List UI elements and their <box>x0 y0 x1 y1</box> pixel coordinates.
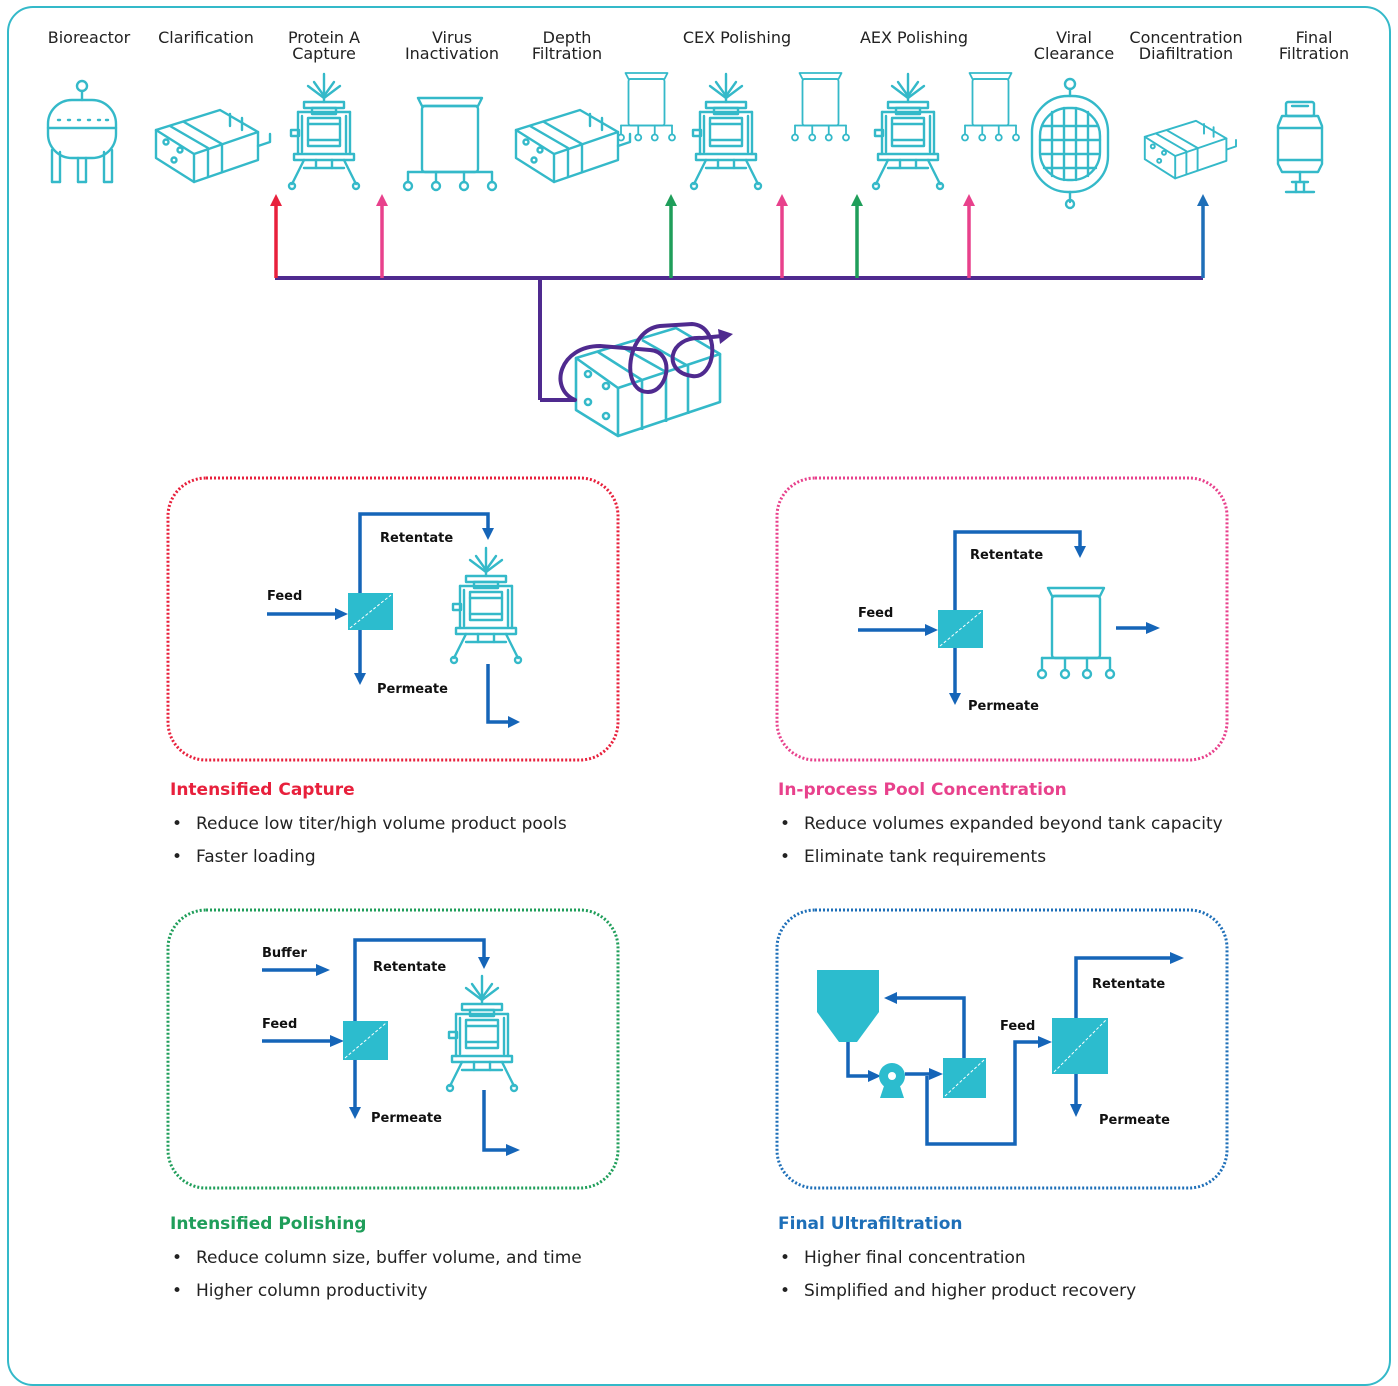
panel-final-ultrafiltration: Feed Retentate Permeate <box>775 908 1229 1190</box>
polishing-permeate-label: Permeate <box>371 1111 442 1126</box>
list-item: Eliminate tank requirements <box>778 845 1223 878</box>
capture-arrow <box>270 194 282 278</box>
uf-retentate-label: Retentate <box>1092 977 1165 992</box>
pool-bullets: Reduce volumes expanded beyond tank capa… <box>778 812 1223 878</box>
pool-retentate-label: Retentate <box>970 548 1043 563</box>
bioreactor-icon <box>46 79 118 184</box>
pool-permeate-label: Permeate <box>968 699 1039 714</box>
list-item: Reduce column size, buffer volume, and t… <box>170 1246 582 1279</box>
polishing-column-icon <box>445 974 519 1093</box>
polishing-arrow-aex <box>851 194 863 278</box>
clarification-filter-icon <box>154 108 272 184</box>
pool-arrow-aex <box>963 194 975 278</box>
polishing-retentate-label: Retentate <box>373 960 446 975</box>
list-item: Faster loading <box>170 845 567 878</box>
viral-filter-icon <box>1030 77 1110 210</box>
pool-title: In-process Pool Concentration <box>778 780 1067 800</box>
panel-intensified-polishing: Buffer Feed Retentate Permeate <box>166 908 620 1190</box>
polishing-buffer-label: Buffer <box>262 946 308 961</box>
list-item: Simplified and higher product recovery <box>778 1279 1136 1312</box>
step-label-clarification: Clarification <box>158 28 254 47</box>
final-uf-arrow <box>1197 194 1209 278</box>
central-tff-cassette-icon <box>558 321 733 438</box>
final-filter-capsule-icon <box>1276 100 1324 194</box>
list-item: Higher column productivity <box>170 1279 582 1312</box>
capture-retentate-label: Retentate <box>380 531 453 546</box>
final-uf-bullets: Higher final concentration Simplified an… <box>778 1246 1136 1312</box>
capture-bullets: Reduce low titer/high volume product poo… <box>170 812 567 878</box>
polishing-title: Intensified Polishing <box>170 1214 367 1234</box>
list-item: Reduce low titer/high volume product poo… <box>170 812 567 845</box>
aex-pool-tank-icon <box>961 72 1020 142</box>
uf-feed-label: Feed <box>1000 1019 1035 1034</box>
capture-feed-label: Feed <box>267 589 302 604</box>
pool-tank-icon <box>1036 586 1116 680</box>
polishing-arrow-cex <box>665 194 677 278</box>
connector-bus <box>275 276 1203 402</box>
concentration-diafiltration-icon <box>1143 119 1237 180</box>
capture-permeate-label: Permeate <box>377 682 448 697</box>
list-item: Reduce volumes expanded beyond tank capa… <box>778 812 1223 845</box>
depth-filtration-icon <box>514 108 632 184</box>
cex-pool-tank-icon <box>791 72 850 142</box>
uf-feed-tank-icon <box>817 970 879 1042</box>
cex-feed-tank-icon <box>617 72 676 142</box>
pool-arrow-cex <box>776 194 788 278</box>
polishing-feed-label: Feed <box>262 1017 297 1032</box>
cex-column-icon <box>689 72 763 191</box>
uf-permeate-label: Permeate <box>1099 1113 1170 1128</box>
protein-a-column-icon <box>287 72 361 191</box>
step-label-cex-polishing: CEX Polishing <box>682 28 792 47</box>
polishing-bullets: Reduce column size, buffer volume, and t… <box>170 1246 582 1312</box>
capture-title: Intensified Capture <box>170 780 355 800</box>
step-label-bioreactor: Bioreactor <box>47 28 131 47</box>
pool-feed-label: Feed <box>858 606 893 621</box>
pool-arrow-clarification <box>376 194 388 278</box>
aex-column-icon <box>871 72 945 191</box>
capture-column-icon <box>449 546 523 665</box>
virus-inactivation-tank-icon <box>402 96 498 192</box>
panel-pool-concentration: Feed Retentate Permeate <box>775 476 1229 762</box>
final-uf-title: Final Ultrafiltration <box>778 1214 963 1234</box>
list-item: Higher final concentration <box>778 1246 1136 1279</box>
panel-intensified-capture: Feed Retentate Permeate <box>166 476 620 762</box>
step-label-aex-polishing: AEX Polishing <box>859 28 969 47</box>
step-arrows <box>270 194 1209 278</box>
uf-pump-icon <box>879 1063 905 1098</box>
